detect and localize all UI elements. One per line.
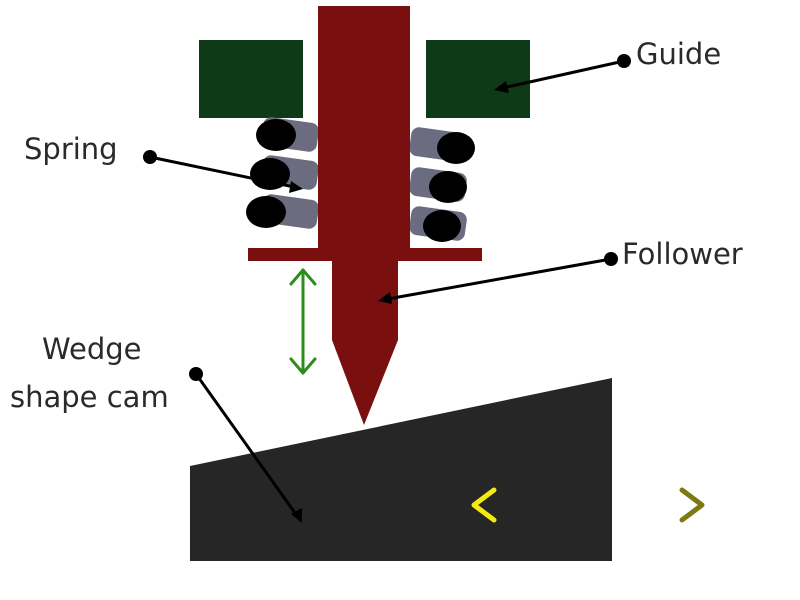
- leader-follower: [378, 252, 618, 304]
- leader-line: [381, 257, 612, 302]
- leader-dot: [617, 54, 631, 68]
- spring-coil-end: [437, 132, 475, 164]
- leader-guide: [494, 54, 631, 93]
- leader-line: [194, 373, 302, 521]
- guide-block-right: [426, 40, 530, 118]
- follower-collar: [248, 248, 482, 261]
- wedge-cam-label-line2: shape cam: [10, 380, 169, 414]
- leader-wedge-cam: [189, 367, 302, 523]
- spring-right: [409, 127, 475, 242]
- follower-tip: [332, 261, 398, 425]
- follower: [248, 6, 482, 425]
- spring-coil-end: [250, 158, 290, 190]
- leader-line: [149, 155, 300, 190]
- leader-dot: [143, 150, 157, 164]
- guide-label: Guide: [636, 37, 722, 71]
- spring-coil-end: [423, 210, 461, 242]
- double-vertical-arrow-icon: [289, 268, 317, 375]
- guide-block-left: [199, 40, 303, 118]
- leader-spring: [143, 150, 303, 193]
- leader-dot: [604, 252, 618, 266]
- leader-line: [497, 59, 625, 91]
- double-horizontal-arrow-icon: [471, 487, 705, 523]
- follower-label: Follower: [622, 237, 743, 271]
- follower-motion-head-bottom: [289, 357, 317, 375]
- cam-motion-head-left: [471, 487, 497, 523]
- leader-arrowhead: [494, 81, 509, 93]
- wedge-cam-label-line1: Wedge: [42, 332, 142, 366]
- spring-coil-end: [429, 171, 467, 203]
- wedge-cam: [190, 378, 612, 561]
- leader-arrowhead: [291, 508, 302, 523]
- leader-arrowhead: [289, 181, 303, 193]
- spring-coil-end: [256, 119, 296, 151]
- spring-coil-end: [246, 196, 286, 228]
- cam-motion-head-right: [679, 487, 705, 523]
- leader-arrowhead: [378, 292, 392, 304]
- follower-rod: [318, 6, 410, 248]
- spring-left: [246, 117, 319, 229]
- spring-label: Spring: [24, 132, 118, 166]
- follower-motion-head-top: [289, 268, 317, 286]
- leader-dot: [189, 367, 203, 381]
